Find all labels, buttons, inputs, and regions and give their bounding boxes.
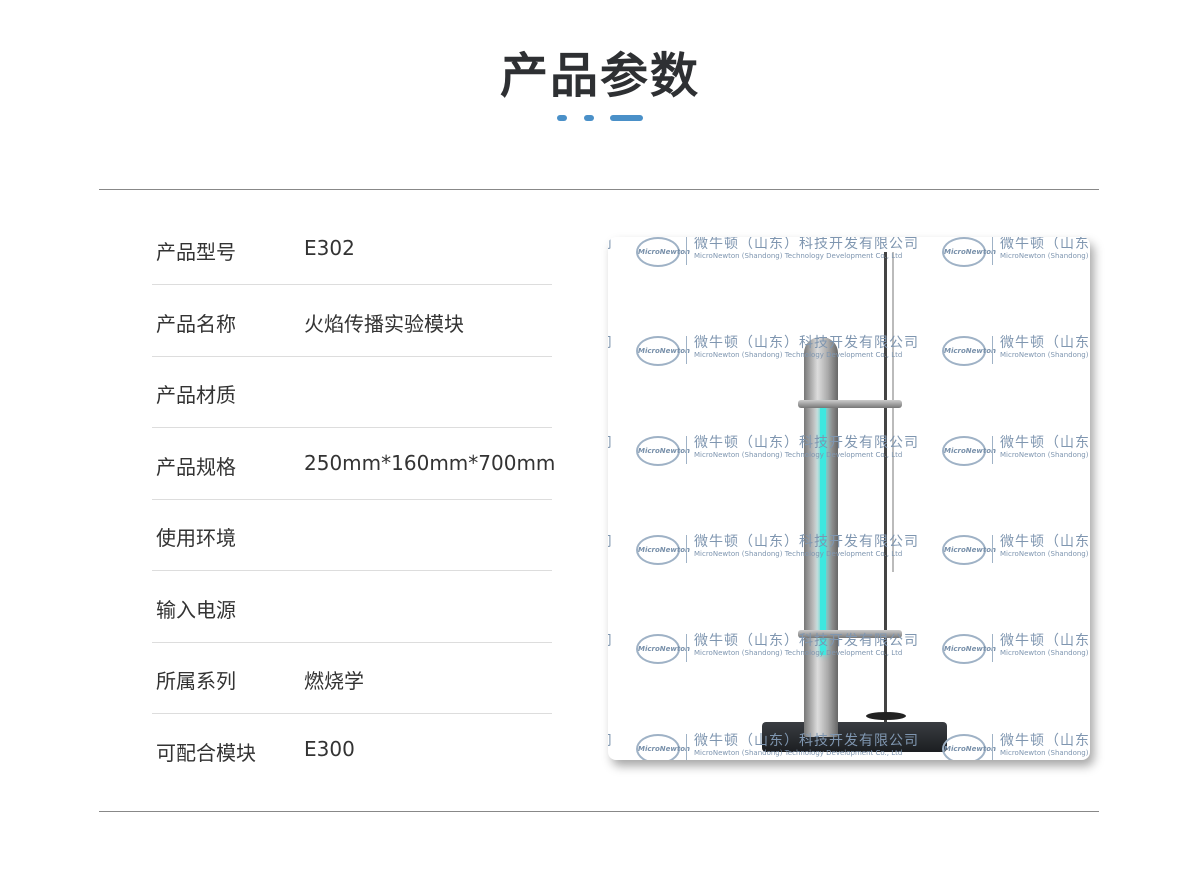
spec-value: E300 [304, 736, 355, 761]
spec-value: 250mm*160mm*700mm [304, 450, 556, 475]
watermark-cn: 微牛顿（山东）科技开发有限公司 [694, 633, 919, 650]
watermark-logo: MicroNewton [636, 237, 690, 267]
watermark-cn: 微牛顿（山东）科技开发有限公司 [694, 335, 919, 352]
watermark-cn: 微牛顿（山东）科技开发有限公司 [1000, 732, 1090, 749]
spec-label: 产品材质 [156, 383, 236, 407]
watermark-en: MicroNewton (Shandong) Technology Develo… [1000, 351, 1090, 360]
watermark-en: MicroNewton (Shandong) Technology Develo… [694, 351, 903, 360]
watermark-logo: MicroNewton [942, 435, 996, 466]
spec-row: 产品型号 E302 [152, 214, 552, 285]
watermark-en: MicroNewton (Shandong) Technology Develo… [1000, 549, 1090, 558]
clamp-bottom [798, 630, 902, 638]
page-title: 产品参数 [499, 48, 700, 104]
rod [884, 252, 887, 722]
spec-row: 产品名称 火焰传播实验模块 [152, 286, 552, 357]
watermark-cn: 微牛顿（山东）科技开发有限公司 [1000, 434, 1090, 451]
spec-label: 输入电源 [156, 597, 236, 622]
divider-top [99, 189, 1099, 190]
watermark-cn: 微牛顿（山东）科技开发有限公司 [1000, 633, 1090, 650]
watermark-en: MicroNewton (Shandong) Technology Develo… [694, 649, 903, 658]
spec-row: 输入电源 [152, 572, 552, 643]
watermark-en: MicroNewton (Shandong) Technology Develo… [694, 450, 903, 459]
watermark-cn: 微牛顿（山东）科技开发有限公司 [694, 533, 919, 550]
spec-row: 所属系列 燃烧学 [152, 643, 552, 714]
watermark-cn: 微牛顿（山东）科技开发有限公司 [694, 237, 919, 252]
spec-row: 使用环境 [152, 500, 552, 571]
watermark-logo: MicroNewton [942, 336, 996, 367]
spec-label: 产品规格 [156, 454, 236, 479]
clamp-top [798, 400, 902, 408]
watermark-en: MicroNewton (Shandong) Technology Develo… [1000, 450, 1090, 459]
spec-label: 产品型号 [156, 240, 236, 264]
watermark-logo: MicroNewton [636, 733, 690, 760]
watermark-en: MicroNewton (Shandong) Technology Develo… [1000, 748, 1090, 757]
watermark-cn: 微牛顿（山东）科技开发有限公司 [1000, 533, 1090, 550]
watermark-cn: 微牛顿（山东）科技开发有限公司 [694, 434, 919, 451]
stand-foot [866, 712, 906, 720]
spec-label: 产品名称 [156, 311, 236, 336]
watermark-logo: MicroNewton [636, 336, 690, 367]
base-plate [762, 722, 947, 752]
spec-label: 可配合模块 [156, 740, 256, 765]
watermark-logo: MicroNewton [942, 733, 996, 760]
watermark-cn: 微牛顿（山东）科技开发有限公司 [694, 732, 919, 749]
watermark-en: MicroNewton (Shandong) Technology Develo… [694, 748, 903, 757]
watermark-en: MicroNewton (Shandong) Technology Develo… [694, 252, 903, 260]
watermark-logo: MicroNewton [942, 634, 996, 665]
spec-label: 所属系列 [156, 669, 236, 693]
flame-glow [820, 405, 826, 655]
watermark-cn: 微牛顿（山东）科技开发有限公司 [1000, 335, 1090, 352]
watermark-logo: MicroNewton [636, 435, 690, 466]
watermark-en: MicroNewton (Shandong) Technology Develo… [1000, 649, 1090, 658]
watermark-logo: MicroNewton [942, 237, 996, 267]
rod-2 [892, 252, 894, 572]
spec-row: 可配合模块 E300 [152, 715, 552, 786]
watermark-logo: MicroNewton [942, 534, 996, 565]
watermark-cn: 微牛顿（山东）科技开发有限公司 [608, 630, 613, 650]
spec-row: 产品规格 250mm*160mm*700mm [152, 429, 556, 500]
watermark-cn: 微牛顿（山东）科技开发有限公司 [608, 332, 613, 352]
divider-bottom [99, 811, 1099, 812]
watermark-cn: 微牛顿（山东）科技开发有限公司 [608, 432, 613, 452]
spec-value: 燃烧学 [304, 669, 364, 693]
spec-row: 产品材质 [152, 357, 552, 428]
watermark-logo: MicroNewton [636, 534, 690, 565]
watermark-cn: 微牛顿（山东）科技开发有限公司 [608, 237, 613, 253]
watermark-cn: 微牛顿（山东）科技开发有限公司 [1000, 237, 1090, 252]
spec-value: 火焰传播实验模块 [304, 311, 464, 336]
watermark-en: MicroNewton (Shandong) Technology Develo… [1000, 252, 1090, 260]
watermark-cn: 微牛顿（山东）科技开发有限公司 [608, 730, 613, 750]
watermark-en: MicroNewton (Shandong) Technology Develo… [694, 549, 903, 558]
spec-label: 使用环境 [156, 526, 236, 550]
spec-value: E302 [304, 236, 355, 260]
watermark-cn: 微牛顿（山东）科技开发有限公司 [608, 531, 613, 551]
watermark-logo: MicroNewton [636, 634, 690, 665]
